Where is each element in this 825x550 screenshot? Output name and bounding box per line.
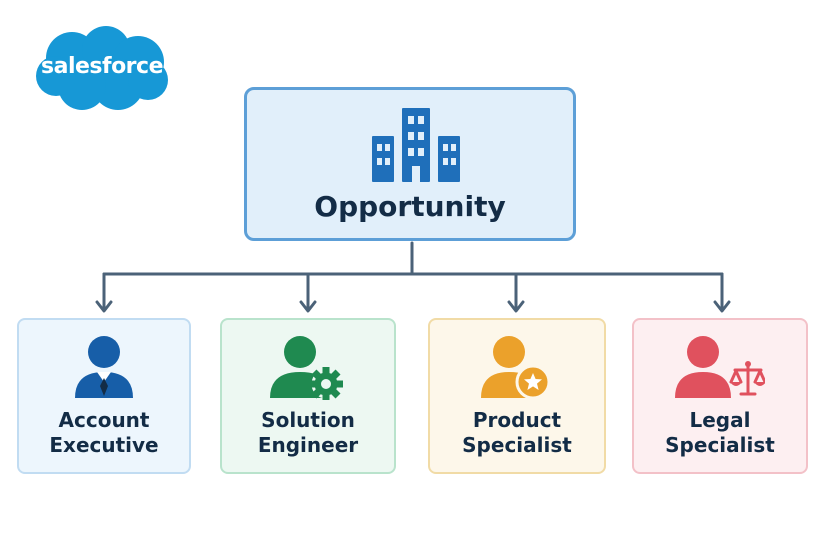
cloud-icon bbox=[36, 26, 168, 110]
role-card-account-executive: Account Executive bbox=[17, 318, 191, 474]
role-label: Solution Engineer bbox=[257, 408, 359, 457]
role-label: Account Executive bbox=[49, 408, 159, 457]
person-scales-icon bbox=[675, 336, 765, 398]
role-label: Legal Specialist bbox=[665, 408, 775, 457]
person-star-icon bbox=[481, 336, 551, 400]
building-icon bbox=[372, 108, 460, 182]
role-card-solution-engineer: Solution Engineer bbox=[220, 318, 396, 474]
opportunity-node: Opportunity bbox=[244, 87, 576, 241]
role-label: Product Specialist bbox=[462, 408, 572, 457]
person-tie-icon bbox=[75, 336, 133, 398]
logo-text: salesforce bbox=[41, 54, 164, 79]
root-title: Opportunity bbox=[314, 190, 506, 223]
role-card-product-specialist: Product Specialist bbox=[428, 318, 606, 474]
salesforce-logo: salesforce bbox=[34, 24, 170, 114]
person-gear-icon bbox=[270, 336, 343, 400]
role-card-legal-specialist: Legal Specialist bbox=[632, 318, 808, 474]
